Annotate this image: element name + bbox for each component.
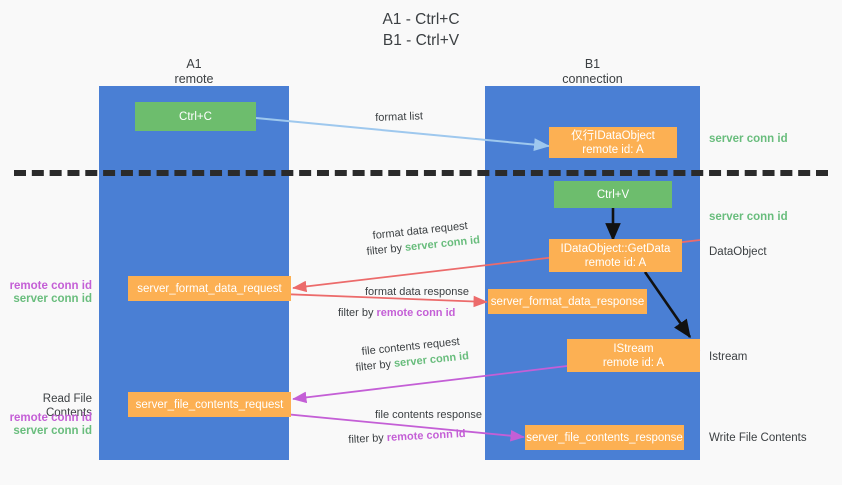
column-header-b1: B1 connection (562, 57, 623, 86)
filter-value: remote conn id (386, 427, 466, 444)
divider-dashed-line (14, 170, 828, 176)
filter-prefix: filter by (355, 357, 395, 374)
filter-value: remote conn id (376, 307, 456, 319)
note-istream: Istream (709, 351, 748, 363)
note-remote-conn-id-lower: remote conn id (9, 412, 92, 424)
box-ctrl-c[interactable]: Ctrl+C (135, 102, 256, 131)
box-istream[interactable]: IStream remote id: A (567, 339, 700, 372)
edge-label-file-contents-response-filter: filter by remote conn id (348, 427, 466, 447)
note-read-file-contents: Read File Contents (42, 393, 92, 419)
box-server-file-contents-request[interactable]: server_file_contents_request (128, 392, 291, 417)
note-server-conn-id-mid: server conn id (709, 211, 788, 223)
note-server-conn-id-upper: server conn id (13, 293, 92, 305)
box-server-format-data-response[interactable]: server_format_data_response (488, 289, 647, 314)
edge-label-format-data-response: format data response (365, 286, 469, 298)
note-dataobject: DataObject (709, 246, 767, 258)
column-header-a1: A1 remote (174, 57, 214, 86)
note-write-file-contents: Write File Contents (709, 432, 807, 444)
filter-prefix: filter by (366, 241, 406, 258)
filter-prefix: filter by (348, 431, 388, 446)
box-server-file-contents-response[interactable]: server_file_contents_response (525, 425, 684, 450)
note-server-conn-id-lower: server conn id (13, 425, 92, 437)
box-idataobject-getdata[interactable]: IDataObject::GetData remote id: A (549, 239, 682, 272)
edge-label-format-list: format list (375, 110, 424, 124)
note-server-conn-id-top: server conn id (709, 133, 788, 145)
filter-prefix: filter by (338, 307, 377, 319)
box-server-format-data-request[interactable]: server_format_data_request (128, 276, 291, 301)
box-idataobject-set[interactable]: 仅行IDataObject remote id: A (549, 127, 677, 158)
edge-label-format-data-response-filter: filter by remote conn id (338, 306, 455, 320)
box-ctrl-v[interactable]: Ctrl+V (554, 181, 672, 208)
note-remote-conn-id-upper: remote conn id (9, 280, 92, 292)
page-title: A1 - Ctrl+C B1 - Ctrl+V (382, 11, 460, 49)
edge-label-file-contents-response: file contents response (375, 409, 483, 421)
